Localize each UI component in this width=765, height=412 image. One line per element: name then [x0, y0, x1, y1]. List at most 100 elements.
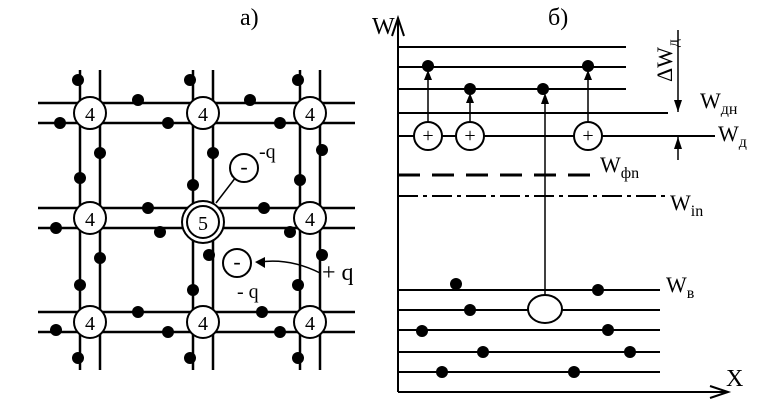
electron-dot [184, 352, 196, 364]
electron-dot [94, 147, 106, 159]
atom-charge-label: 4 [198, 313, 208, 335]
electron-dot [292, 352, 304, 364]
panel-a-electrons [50, 74, 328, 364]
atom-charge-label: 4 [85, 313, 95, 335]
electron-dot [72, 74, 84, 86]
wdn-sub: дн [721, 101, 738, 118]
donor-ion-2: + [455, 83, 485, 151]
electron-dot [74, 172, 86, 184]
wd-sub: д [739, 134, 747, 151]
host-atom: 4 [293, 96, 327, 130]
electron-dot [203, 249, 215, 261]
x-axis-label: X [726, 366, 743, 392]
electron-dot [416, 325, 428, 337]
donor-ion-3: + [573, 60, 603, 151]
electron-dot [72, 352, 84, 364]
panel-b-label: б) [548, 5, 568, 31]
electron-dot [464, 83, 476, 95]
host-atom: 4 [73, 96, 107, 130]
atom-charge-label: 4 [305, 313, 315, 335]
electron-dot [292, 74, 304, 86]
electron-dot [184, 74, 196, 86]
x-axis-arrow [709, 385, 732, 399]
electron-dot [274, 117, 286, 129]
electron-dot [207, 147, 219, 159]
hole-ellipse [527, 294, 563, 324]
electron-dot [477, 346, 489, 358]
electron-dot [568, 366, 580, 378]
wv-main: W [666, 272, 687, 297]
hole-charge-label: + q [322, 260, 354, 286]
electron-dot [316, 249, 328, 261]
dimension-arrow [674, 100, 682, 112]
panel-a-label: а) [240, 5, 259, 31]
electron-dot [50, 222, 62, 234]
electron-dot [258, 202, 270, 214]
donor-atom: 5 [181, 200, 225, 244]
electron-dot [592, 284, 604, 296]
electron-dot [464, 304, 476, 316]
electron-dot [162, 117, 174, 129]
intrinsic-transition-arrow [541, 93, 549, 104]
wv-label: Wв [666, 272, 695, 302]
electron-dot [132, 306, 144, 318]
win-sub: in [691, 203, 703, 220]
electron-dot [422, 60, 434, 72]
electron-dot [132, 94, 144, 106]
wd-label: Wд [718, 121, 747, 151]
donor-sign: + [582, 125, 593, 147]
electron-dot [74, 279, 86, 291]
delta-wd-dimension [674, 30, 682, 160]
electron-dot [436, 366, 448, 378]
electron-dot [256, 306, 268, 318]
wd-main: W [718, 121, 739, 146]
electron-dot [284, 226, 296, 238]
wdn-main: W [700, 88, 721, 113]
electron-dot [187, 284, 199, 296]
wfn-label: Wфn [600, 152, 639, 182]
svg-text:ΔWд: ΔWд [652, 39, 682, 82]
host-atom: 4 [73, 201, 107, 235]
wv-sub: в [687, 285, 695, 302]
electron-charge-label-bottom: - q [237, 281, 259, 303]
delta-wd-sub: д [665, 39, 682, 47]
win-label: Win [670, 190, 703, 220]
donor-sign: + [422, 125, 433, 147]
y-axis-label: W [372, 14, 395, 40]
dimension-arrow [674, 137, 682, 149]
host-atom: 4 [293, 305, 327, 339]
panel-a-host-atoms: 4 4 4 4 4 4 4 4 [73, 96, 327, 339]
wdn-label: Wдн [700, 88, 738, 118]
electron-dot [162, 326, 174, 338]
electron-dot [154, 226, 166, 238]
donor-sign: + [464, 125, 475, 147]
electron-dot [50, 324, 62, 336]
atom-charge-label: 4 [85, 209, 95, 231]
y-axis-arrow [391, 14, 405, 37]
electron-dot [602, 324, 614, 336]
host-atom: 4 [293, 201, 327, 235]
valence-electrons [416, 278, 636, 378]
donor-ion-1: + [413, 60, 443, 151]
host-atom: 4 [186, 96, 220, 130]
valence-band [398, 289, 660, 373]
electron-dot [54, 117, 66, 129]
electron-dot [316, 144, 328, 156]
electron-dot [624, 346, 636, 358]
free-electron-top: - -q [215, 141, 276, 204]
electron-dot [582, 60, 594, 72]
electron-dot [274, 326, 286, 338]
electron-dot [94, 252, 106, 264]
atom-charge-label: 4 [305, 104, 315, 126]
bound-electron-bottom: - - q + q [222, 248, 354, 303]
electron-dot [450, 278, 462, 290]
atom-charge-label: 4 [305, 209, 315, 231]
atom-charge-label: 4 [198, 104, 208, 126]
electron-dot [244, 94, 256, 106]
electron-dot [537, 83, 549, 95]
atom-charge-label: 4 [85, 104, 95, 126]
donor-charge-label: 5 [198, 213, 208, 235]
host-atom: 4 [186, 305, 220, 339]
